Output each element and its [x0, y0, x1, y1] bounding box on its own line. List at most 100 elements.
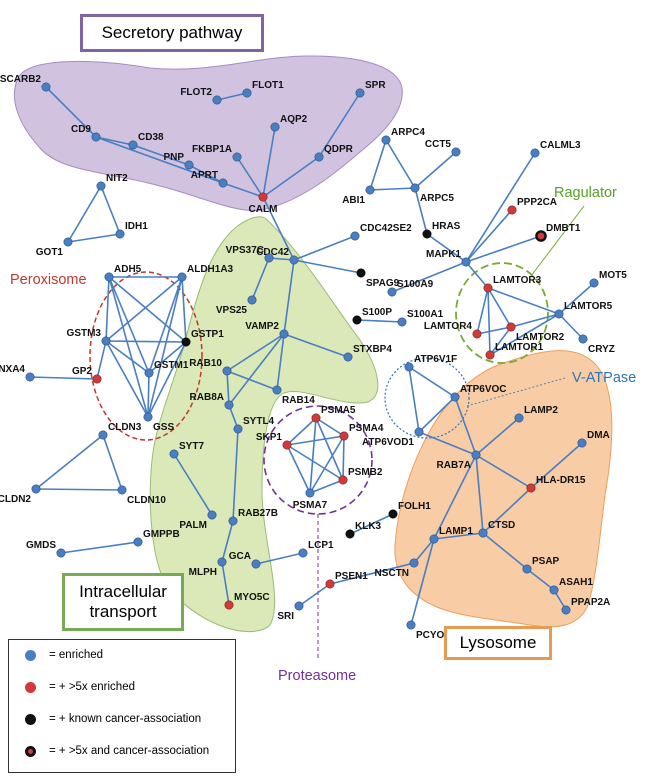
edge-lamp1-pcyox1	[410, 538, 435, 626]
legend-row-both: = + >5x and cancer-association	[9, 740, 235, 766]
edge-lamtor2-lamtor4	[476, 326, 512, 335]
edge-skp1-psma7	[286, 444, 311, 494]
edge-psen1-sri	[298, 583, 331, 607]
node-syt7	[169, 449, 179, 459]
legend-dot-both	[25, 746, 36, 757]
edge-s100p-s100a1	[356, 319, 403, 323]
node-gstp1	[181, 337, 191, 347]
node-got1	[63, 237, 73, 247]
node-label-mot5: MOT5	[599, 270, 627, 281]
lysosome-region	[394, 350, 613, 628]
node-skp1	[282, 440, 292, 450]
edge-mlph-myo5c	[221, 561, 230, 606]
node-label-lcp1: LCP1	[308, 540, 334, 551]
node-label-aldh1a3: ALDH1A3	[187, 264, 234, 275]
node-cct5	[451, 147, 461, 157]
edge-nit2-got1	[67, 185, 102, 243]
edge-arpc5-hras	[414, 187, 428, 235]
edge-atp6voc-rab7a	[454, 396, 477, 456]
proteasome-label: Proteasome	[278, 668, 356, 684]
node-label-hras: HRAS	[432, 221, 461, 232]
node-spag9	[356, 268, 366, 278]
node-label-gstp1: GSTP1	[191, 329, 224, 340]
node-label-pnp: PNP	[163, 152, 184, 163]
node-label-arpc5: ARPC5	[420, 193, 454, 204]
node-sri	[294, 601, 304, 611]
edge-lamtor3-lamtor1	[487, 287, 491, 356]
node-cldn10	[117, 485, 127, 495]
edge-adh5-gss	[108, 276, 149, 418]
node-lamtor2	[506, 322, 516, 332]
edge-mapk1-s100a9	[391, 261, 467, 293]
node-dma	[577, 438, 587, 448]
node-label-asah1: ASAH1	[559, 577, 593, 588]
legend-dot-enriched	[25, 650, 36, 661]
node-label-lamp2: LAMP2	[524, 405, 558, 416]
node-label-vamp2: VAMP2	[245, 321, 279, 332]
edge-vamp2-rab14	[276, 333, 285, 391]
edge-flot2-flot1	[216, 92, 248, 101]
node-psmb2	[338, 475, 348, 485]
edge-gstm1-gss	[147, 372, 150, 418]
edge-gca-lcp1	[255, 552, 304, 565]
node-label-spr: SPR	[365, 80, 386, 91]
node-label-sytl4: SYTL4	[243, 416, 275, 427]
node-label-lamtor3: LAMTOR3	[493, 275, 542, 286]
lysosome-title: Lysosome	[444, 626, 552, 660]
node-psap	[522, 564, 532, 574]
node-gss	[143, 412, 153, 422]
node-arpc5	[410, 183, 420, 193]
node-label-gstm3: GSTM3	[67, 328, 102, 339]
node-nit2	[96, 181, 106, 191]
node-gmds	[56, 548, 66, 558]
edge-calml3-mapk1	[465, 152, 536, 263]
edge-lamtor3-lamtor4	[476, 287, 489, 335]
node-label-got1: GOT1	[36, 247, 64, 258]
node-vps37c	[264, 253, 274, 263]
node-label-anxa4: ANXA4	[0, 364, 25, 375]
edge-lamtor5-lamtor2	[510, 313, 560, 328]
edge-gstm3-gss	[105, 340, 149, 418]
edge-hras-mapk1	[426, 233, 467, 263]
edge-rab10-rab8a	[226, 370, 230, 406]
node-label-fkbp1a: FKBP1A	[192, 144, 232, 155]
node-label-rab14: RAB14	[282, 395, 315, 406]
legend-label-enriched5x: = + >5x enriched	[49, 681, 135, 693]
node-label-cldn3: CLDN3	[108, 422, 142, 433]
node-myo5c	[224, 600, 234, 610]
edge-rab7a-hla-dr15	[475, 454, 532, 489]
node-anxa4	[25, 372, 35, 382]
node-label-gp2: GP2	[72, 366, 92, 377]
node-vps25	[247, 295, 257, 305]
node-label-psen1: PSEN1	[335, 571, 368, 582]
node-s100a9	[387, 287, 397, 297]
edge-sytl4-rab27b	[232, 428, 239, 522]
edge-gstp1-gss	[147, 341, 187, 418]
node-label-nsctn: NSCTN	[375, 568, 409, 579]
node-label-psma4: PSMA4	[349, 423, 384, 434]
edge-aldh1a3-gss	[147, 276, 183, 418]
edge-ppp2ca-mapk1	[465, 209, 513, 263]
node-lamp2	[514, 413, 524, 423]
edge-anxa4-gp2	[29, 376, 98, 380]
edge-rab7a-lamp1	[433, 454, 477, 540]
node-label-psma5: PSMA5	[321, 405, 356, 416]
edge-abi1-arpc5	[369, 187, 416, 191]
node-label-cldn10: CLDN10	[127, 495, 166, 506]
node-label-calm: CALM	[249, 204, 278, 215]
edge-atp6vod1-rab7a	[418, 431, 477, 456]
node-psen1	[325, 579, 335, 589]
node-rab8a	[224, 400, 234, 410]
node-label-flot2: FLOT2	[180, 87, 212, 98]
legend-row-cancer: = + known cancer-association	[9, 708, 235, 734]
node-pnp	[184, 160, 194, 170]
node-label-cryz: CRYZ	[588, 344, 615, 355]
node-calml3	[530, 148, 540, 158]
edge-cdc42-vamp2	[283, 259, 295, 335]
node-gstm3	[101, 336, 111, 346]
edge-dmbt1-mapk1	[465, 235, 542, 263]
node-idh1	[115, 229, 125, 239]
edge-vamp2-rab10	[226, 333, 285, 372]
node-label-cdc42se2: CDC42SE2	[360, 223, 412, 234]
node-label-cd38: CD38	[138, 132, 164, 143]
